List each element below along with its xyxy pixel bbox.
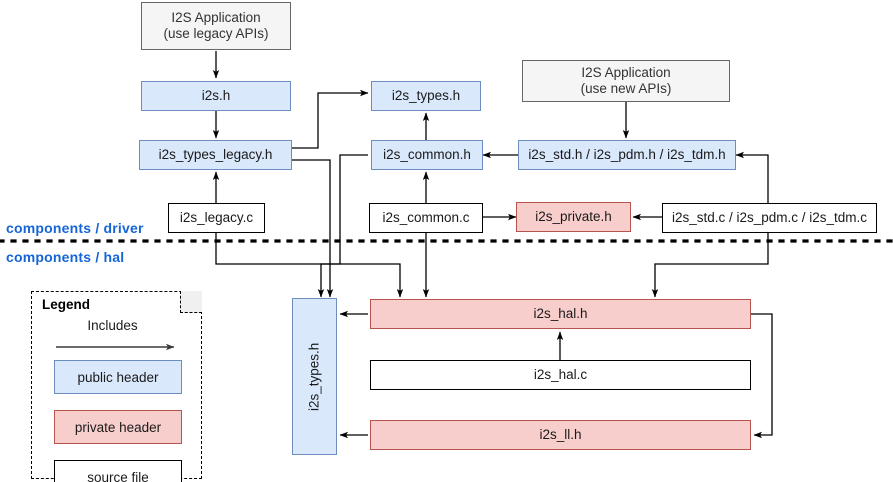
node-i2s-types-h[interactable]: i2s_types.h	[371, 81, 481, 111]
legend-swatch-public-header: public header	[54, 360, 182, 394]
node-i2s-hal-h[interactable]: i2s_hal.h	[370, 299, 751, 329]
zone-label-hal: components / hal	[6, 249, 125, 265]
node-i2s-common-c[interactable]: i2s_common.c	[369, 203, 483, 233]
legend-title: Legend	[42, 297, 91, 312]
node-app-legacy[interactable]: I2S Application (use legacy APIs)	[141, 2, 291, 50]
legend-swatch-private-header: private header	[54, 410, 182, 444]
legend-swatch-source-file: source file	[54, 460, 182, 482]
node-i2s-ll-h[interactable]: i2s_ll.h	[370, 420, 751, 450]
node-app-new[interactable]: I2S Application (use new APIs)	[522, 60, 730, 102]
legend-arrow-icon	[56, 343, 175, 351]
legend: Legend Includes public header private he…	[31, 291, 202, 482]
node-i2s-types-legacy-h[interactable]: i2s_types_legacy.h	[139, 140, 292, 170]
legend-includes-label: Includes	[87, 318, 138, 333]
zone-label-driver: components / driver	[6, 220, 144, 236]
node-i2s-private-h[interactable]: i2s_private.h	[516, 202, 631, 232]
node-i2s-common-h[interactable]: i2s_common.h	[371, 140, 483, 170]
node-i2s-std-pdm-tdm-h[interactable]: i2s_std.h / i2s_pdm.h / i2s_tdm.h	[518, 140, 736, 170]
node-i2s-h[interactable]: i2s.h	[141, 81, 291, 111]
node-i2s-std-pdm-tdm-c[interactable]: i2s_std.c / i2s_pdm.c / i2s_tdm.c	[662, 203, 877, 233]
node-i2s-types-h-hal[interactable]: i2s_types.h	[292, 298, 337, 455]
node-i2s-hal-c[interactable]: i2s_hal.c	[370, 360, 751, 390]
node-i2s-legacy-c[interactable]: i2s_legacy.c	[168, 203, 265, 233]
legend-fold-corner	[180, 291, 202, 313]
